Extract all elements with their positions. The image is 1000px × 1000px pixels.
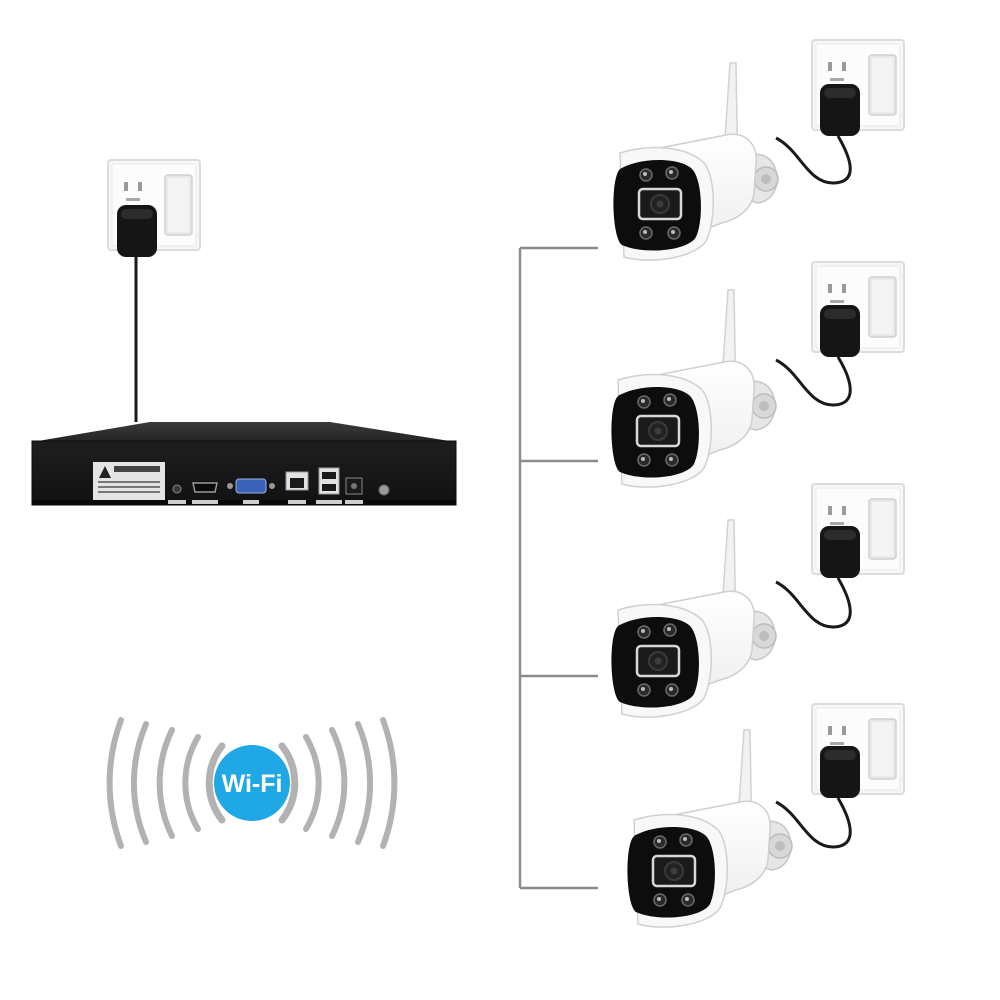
camera-4-power-cable xyxy=(775,797,852,849)
wifi-badge-icon: Wi-Fi xyxy=(214,745,290,821)
camera-3-power-cable xyxy=(775,577,852,629)
nvr-wall-outlet xyxy=(107,159,201,257)
ip-camera-icon xyxy=(610,288,778,489)
network-bus xyxy=(518,246,598,890)
wifi-signal-icon xyxy=(106,717,398,849)
power-adapter-icon xyxy=(820,526,860,578)
nvr-recorder-icon xyxy=(31,422,457,506)
wifi-label: Wi-Fi xyxy=(222,770,283,798)
power-adapter-icon xyxy=(820,305,860,357)
power-adapter-icon xyxy=(117,205,157,257)
camera-2-power-cable xyxy=(775,356,852,407)
camera-4-outlet xyxy=(811,703,905,798)
power-adapter-icon xyxy=(820,746,860,798)
hdmi-port xyxy=(192,482,218,493)
audio-port xyxy=(172,484,182,494)
camera-2-outlet xyxy=(811,261,905,357)
vga-port xyxy=(235,478,267,494)
ip-camera-icon xyxy=(610,518,778,719)
power-adapter-icon xyxy=(820,84,860,136)
ground-screw xyxy=(378,484,390,496)
camera-3-outlet xyxy=(811,483,905,578)
camera-1-outlet xyxy=(811,39,905,136)
ip-camera-icon xyxy=(612,61,780,262)
ip-camera-icon xyxy=(626,728,794,929)
camera-1-power-cable xyxy=(775,135,852,185)
